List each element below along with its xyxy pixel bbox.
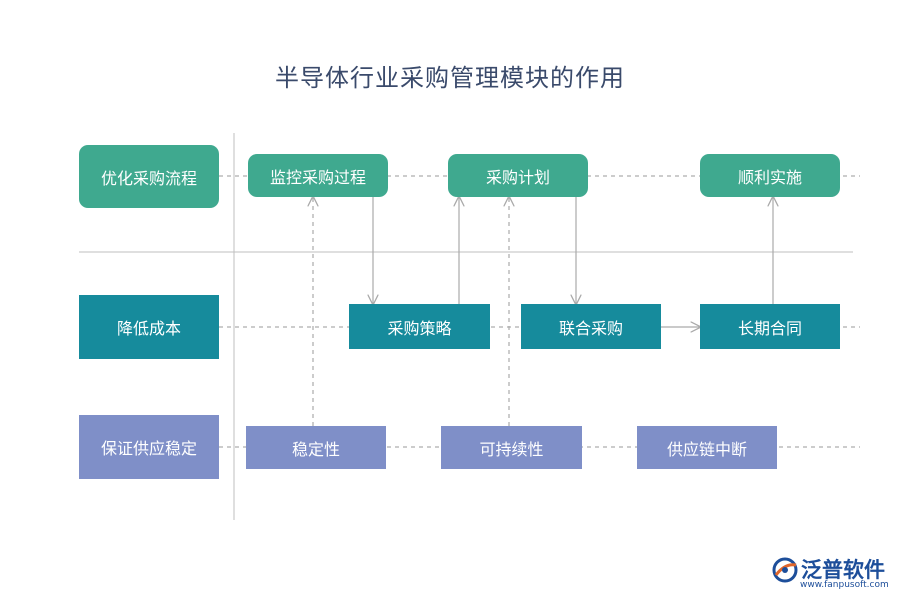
logo-name: 泛普软件	[801, 558, 885, 582]
node-stability: 稳定性	[246, 426, 386, 469]
node-joint-purchase: 联合采购	[521, 304, 661, 349]
row-header-reduce-cost: 降低成本	[79, 295, 219, 359]
node-long-term-contract: 长期合同	[700, 304, 840, 349]
row-header-optimize: 优化采购流程	[79, 145, 219, 208]
logo-mark-icon	[772, 557, 798, 583]
node-sustainability: 可持续性	[441, 426, 582, 469]
node-smooth-implementation: 顺利实施	[700, 154, 840, 197]
node-supply-disruption: 供应链中断	[637, 426, 777, 469]
node-purchase-strategy: 采购策略	[349, 304, 490, 349]
node-monitor-process: 监控采购过程	[248, 154, 388, 197]
brand-logo: 泛普软件 www.fanpusoft.com	[770, 552, 895, 594]
node-purchase-plan: 采购计划	[448, 154, 588, 197]
diagram-title: 半导体行业采购管理模块的作用	[275, 64, 625, 92]
row-header-supply-stability: 保证供应稳定	[79, 415, 219, 479]
logo-url: www.fanpusoft.com	[800, 580, 889, 590]
